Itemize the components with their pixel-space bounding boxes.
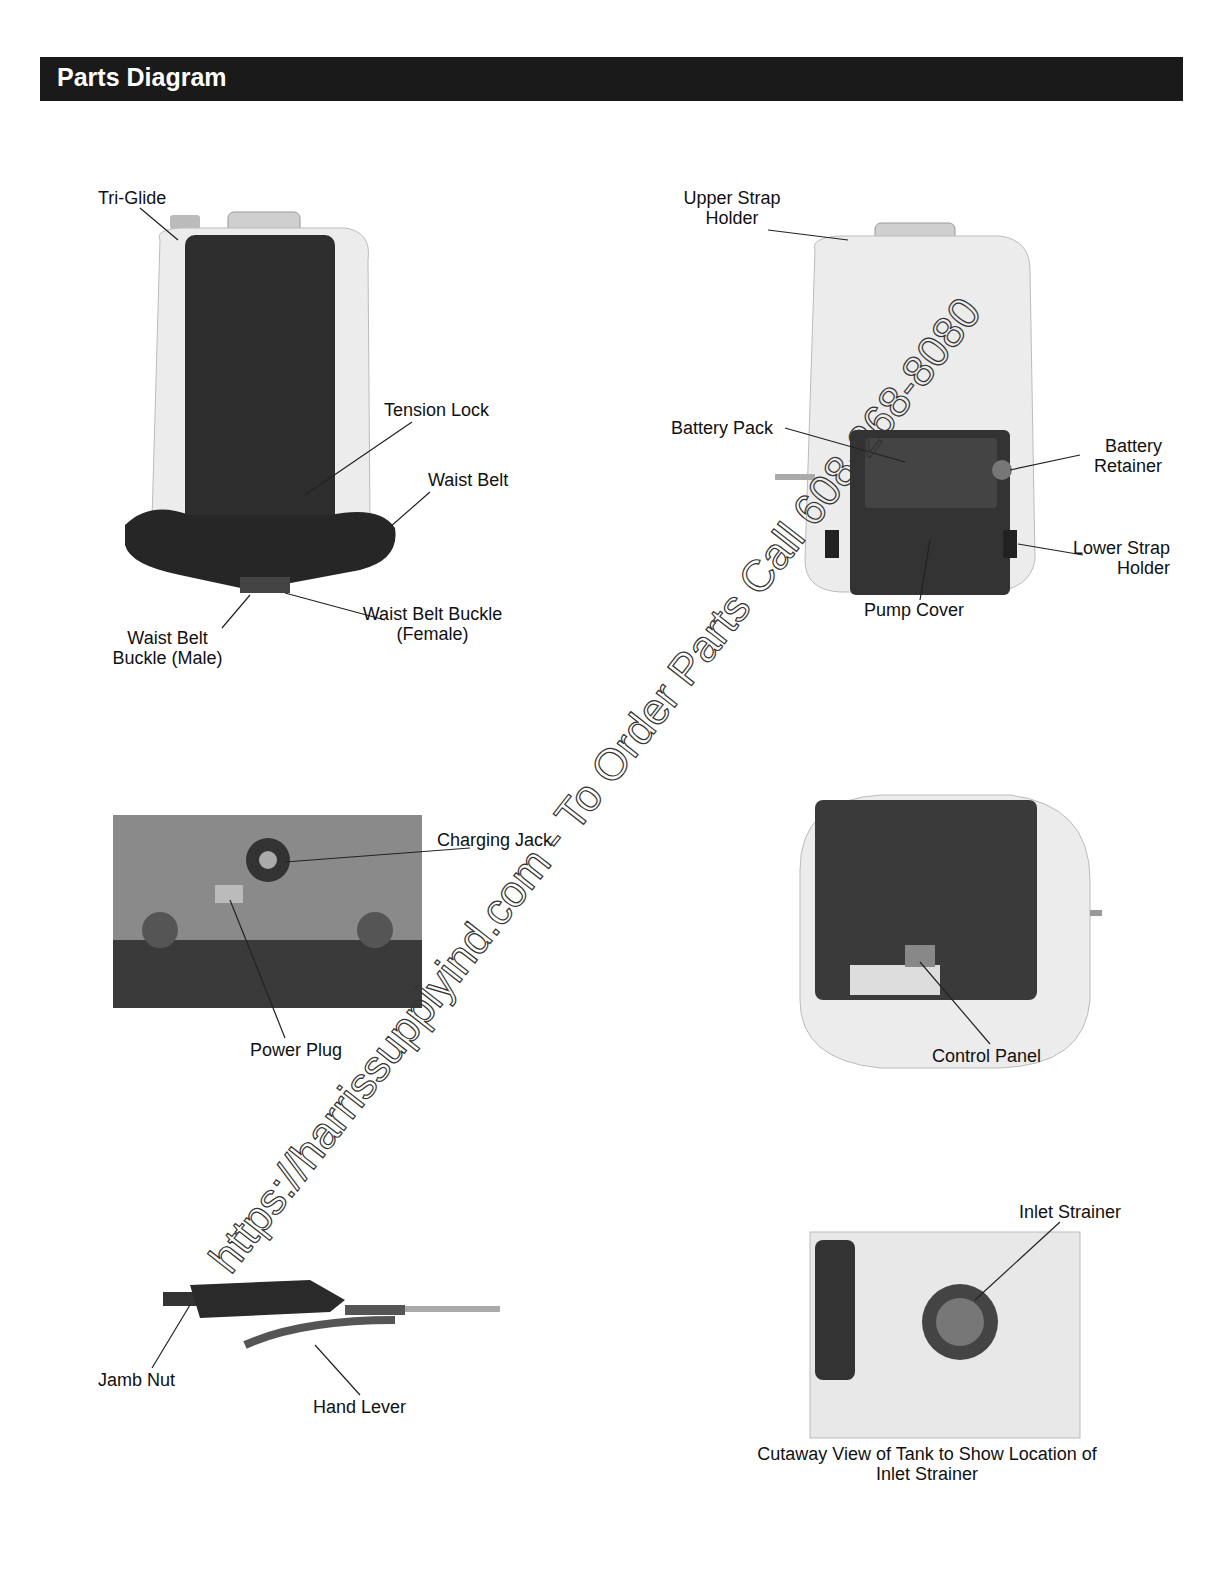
part-label: Waist Belt [428, 470, 508, 490]
page-title: Parts Diagram [57, 63, 227, 92]
part-label: Hand Lever [313, 1397, 406, 1417]
part-label: Tension Lock [384, 400, 489, 420]
photo-caption: Cutaway View of Tank to Show Location of… [757, 1444, 1097, 1484]
part-label: Battery Pack [671, 418, 773, 438]
part-label: Waist Belt Buckle (Female) [355, 604, 510, 644]
part-label: Power Plug [250, 1040, 342, 1060]
part-label: Tri-Glide [98, 188, 166, 208]
part-label: Waist Belt Buckle (Male) [100, 628, 235, 668]
part-label: Lower Strap Holder [1045, 538, 1170, 578]
part-label: Control Panel [932, 1046, 1041, 1066]
part-label: Jamb Nut [98, 1370, 175, 1390]
part-label: Battery Retainer [1070, 436, 1162, 476]
part-label: Upper Strap Holder [672, 188, 792, 228]
part-label: Pump Cover [864, 600, 964, 620]
part-label: Inlet Strainer [1019, 1202, 1121, 1222]
